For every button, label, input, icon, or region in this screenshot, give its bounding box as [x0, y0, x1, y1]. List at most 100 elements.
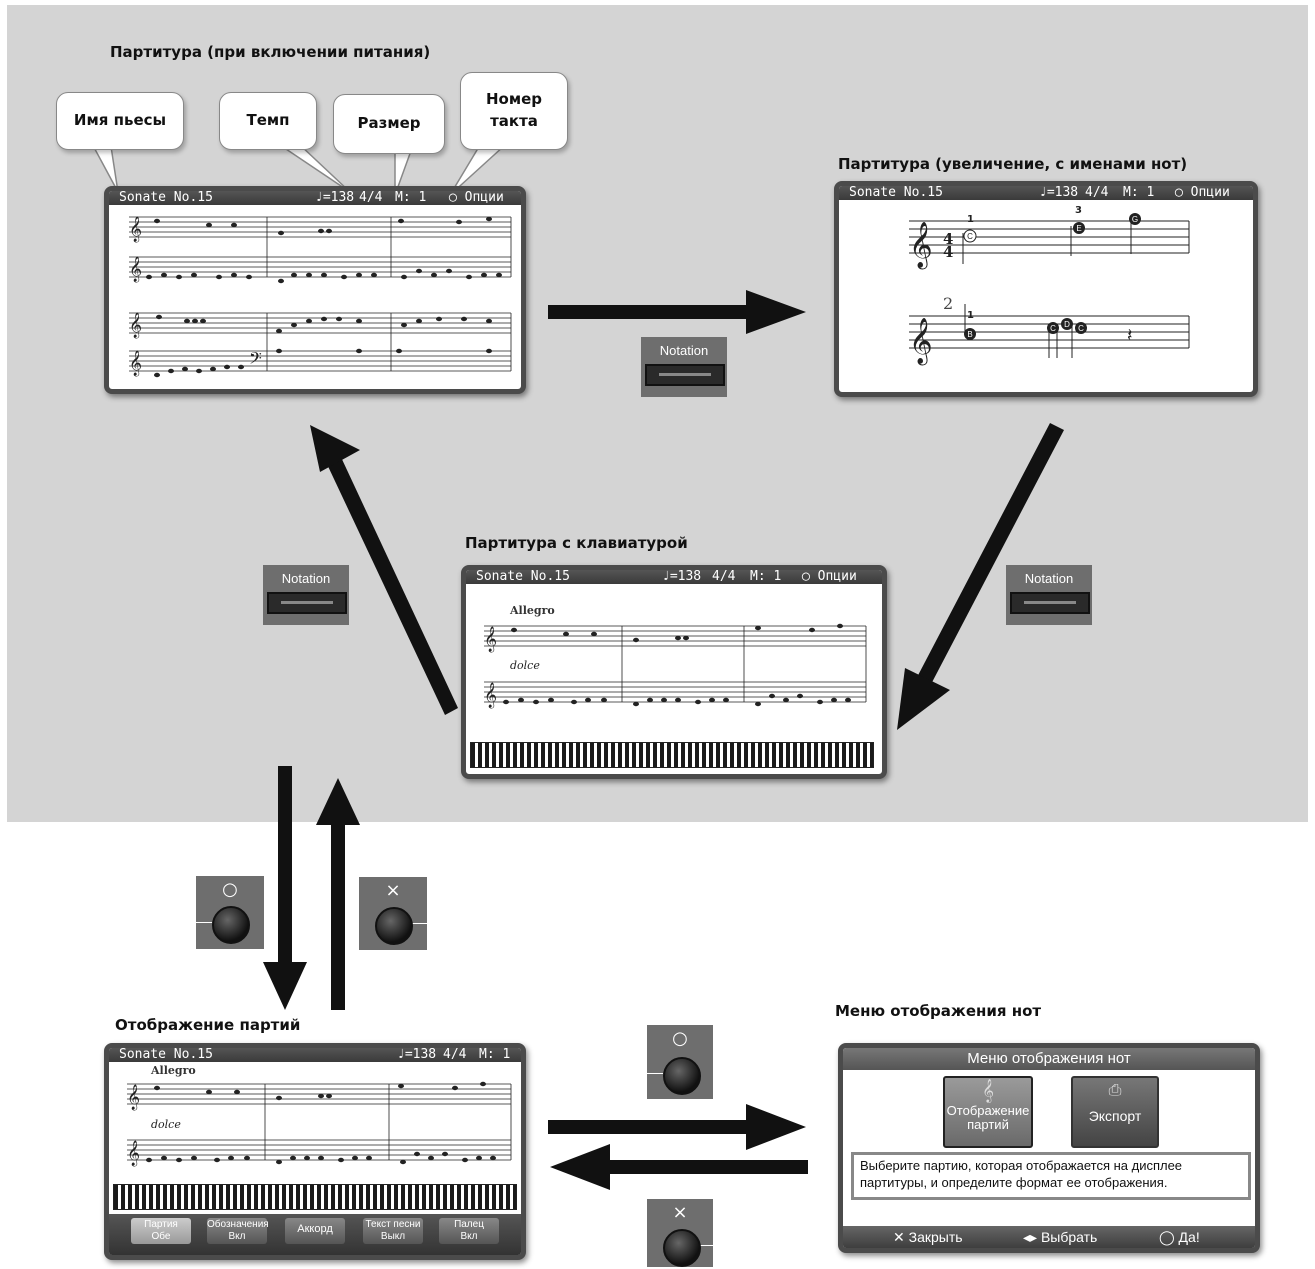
cancel-hardware-button[interactable]: ×: [647, 1199, 713, 1267]
treble-clef-icon: 𝄞: [982, 1080, 994, 1102]
circle-icon: ○: [672, 1028, 688, 1049]
svg-text:𝄞: 𝄞: [909, 318, 933, 366]
tempo-readout: ♩=138: [1039, 185, 1079, 200]
screen-part-display: Sonate No.15 ♩=138 4/4 M: 1 Allegro dolc…: [104, 1043, 526, 1260]
note-name-c: C: [967, 232, 973, 241]
close-button[interactable]: ✕ Закрыть: [893, 1229, 963, 1245]
svg-text:𝄢: 𝄢: [249, 350, 262, 372]
screen-score-keyboard: Sonate No.15 ♩=138 4/4 M: 1 ◯ Опции Alle…: [461, 565, 887, 779]
options-button[interactable]: ◯ Опции: [802, 569, 857, 584]
time-signature: 4/4: [359, 190, 383, 205]
dynamic-marking: dolce: [151, 1118, 181, 1131]
ok-hardware-button[interactable]: ○: [196, 876, 264, 949]
tempo-readout: ♩=138: [397, 1047, 437, 1062]
callout-piece-name: Имя пьесы: [56, 92, 184, 150]
menu-footer: ✕ Закрыть ◂▸ Выбрать ◯ Да!: [843, 1226, 1255, 1248]
note-name-c3: C: [1078, 324, 1084, 333]
menu-description: Выберите партию, которая отображается на…: [851, 1152, 1251, 1200]
options-button[interactable]: ◯ Опции: [1175, 185, 1230, 200]
arrowhead-right-bottom: [746, 1104, 806, 1150]
select-button[interactable]: ◂▸ Выбрать: [1023, 1229, 1098, 1245]
arrow-up: [331, 820, 345, 1010]
svg-text:𝄞: 𝄞: [127, 1084, 140, 1110]
ok-button[interactable]: ◯ Да!: [1159, 1229, 1200, 1245]
song-name: Sonate No.15: [476, 569, 570, 584]
zoom-staves: 𝄞 𝄞 4 4 1 3 1 2 C E G B C D C 𝄽: [909, 205, 1190, 366]
menu-tile-part-display[interactable]: 𝄞 Отображение партий: [943, 1076, 1033, 1148]
svg-text:4: 4: [943, 230, 953, 248]
measure-readout: M: 1: [479, 1047, 511, 1062]
svg-text:𝄞: 𝄞: [129, 350, 142, 376]
time-signature: 4/4: [712, 569, 736, 584]
svg-text:𝄞: 𝄞: [909, 222, 933, 270]
note-name-g: G: [1132, 215, 1138, 224]
svg-text:1: 1: [967, 214, 974, 225]
notation-button[interactable]: Notation: [641, 337, 727, 397]
measure-readout: M: 1: [1123, 185, 1155, 200]
arrow-right: [548, 305, 748, 319]
svg-text:𝄞: 𝄞: [129, 216, 142, 242]
menu-title: Меню отображения нот: [843, 1048, 1255, 1070]
svg-text:𝄞: 𝄞: [127, 1140, 140, 1166]
svg-text:𝄞: 𝄞: [129, 256, 142, 282]
menu-tile-export[interactable]: ⎙ Экспорт: [1071, 1076, 1159, 1148]
arrowhead-down-left: [897, 668, 950, 730]
arrowhead-down: [263, 962, 307, 1010]
callout-tempo: Темп: [219, 92, 317, 150]
part-button-chord[interactable]: Аккорд: [285, 1218, 345, 1244]
time-signature: 4/4: [1085, 185, 1109, 200]
score-staves: 𝄞 𝄞 𝄞 𝄞 𝄢: [129, 216, 512, 378]
tempo-word: Allegro: [509, 604, 555, 617]
arrow-right-bottom: [548, 1120, 748, 1134]
tempo-readout: ♩=138: [315, 190, 355, 205]
svg-text:4: 4: [943, 243, 953, 261]
svg-text:1: 1: [967, 310, 974, 321]
svg-text:2: 2: [943, 294, 953, 313]
tempo-readout: ♩=138: [662, 569, 702, 584]
part-display-staves: Allegro dolce 𝄞 𝄞: [127, 1064, 512, 1166]
note-name-c2: C: [1050, 324, 1056, 333]
arrow-down: [278, 766, 292, 966]
status-bar: Sonate No.15 ♩=138 4/4 M: 1: [109, 1048, 521, 1062]
options-button[interactable]: ◯ Опции: [449, 190, 504, 205]
callout-size: Размер: [333, 94, 445, 154]
cancel-hardware-button[interactable]: ×: [359, 877, 427, 950]
arrow-up-left: [326, 455, 458, 715]
keyboard-graphic: [113, 1184, 517, 1210]
label-score-zoom: Партитура (увеличение, с именами нот): [838, 155, 1188, 173]
arrowhead-up-left: [310, 425, 360, 472]
note-name-e: E: [1076, 224, 1081, 233]
tempo-word: Allegro: [150, 1064, 196, 1077]
export-icon: ⎙: [1108, 1082, 1122, 1099]
measure-readout: M: 1: [395, 190, 427, 205]
song-name: Sonate No.15: [119, 1047, 213, 1062]
svg-text:𝄞: 𝄞: [484, 626, 497, 652]
notation-button[interactable]: Notation: [263, 565, 349, 625]
arrowhead-right: [746, 290, 806, 334]
screen-score-zoom: Sonate No.15 ♩=138 4/4 M: 1 ◯ Опции 𝄞 𝄞 …: [834, 181, 1258, 397]
arrowhead-left-bottom: [550, 1144, 610, 1190]
label-score-keyboard: Партитура с клавиатурой: [465, 534, 688, 552]
measure-readout: M: 1: [750, 569, 782, 584]
song-name: Sonate No.15: [849, 185, 943, 200]
ok-hardware-button[interactable]: ○: [647, 1025, 713, 1099]
label-notation-menu: Меню отображения нот: [835, 1002, 1042, 1020]
keyboard-graphic: [470, 742, 874, 768]
label-part-display: Отображение партий: [115, 1016, 301, 1034]
svg-text:3: 3: [1075, 205, 1082, 216]
svg-text:𝄞: 𝄞: [484, 682, 497, 708]
time-signature: 4/4: [443, 1047, 467, 1062]
note-name-b: B: [967, 330, 972, 339]
notation-button[interactable]: Notation: [1006, 565, 1092, 625]
svg-text:𝄞: 𝄞: [129, 312, 142, 338]
cross-icon: ×: [672, 1202, 688, 1223]
note-name-d: D: [1064, 320, 1070, 329]
